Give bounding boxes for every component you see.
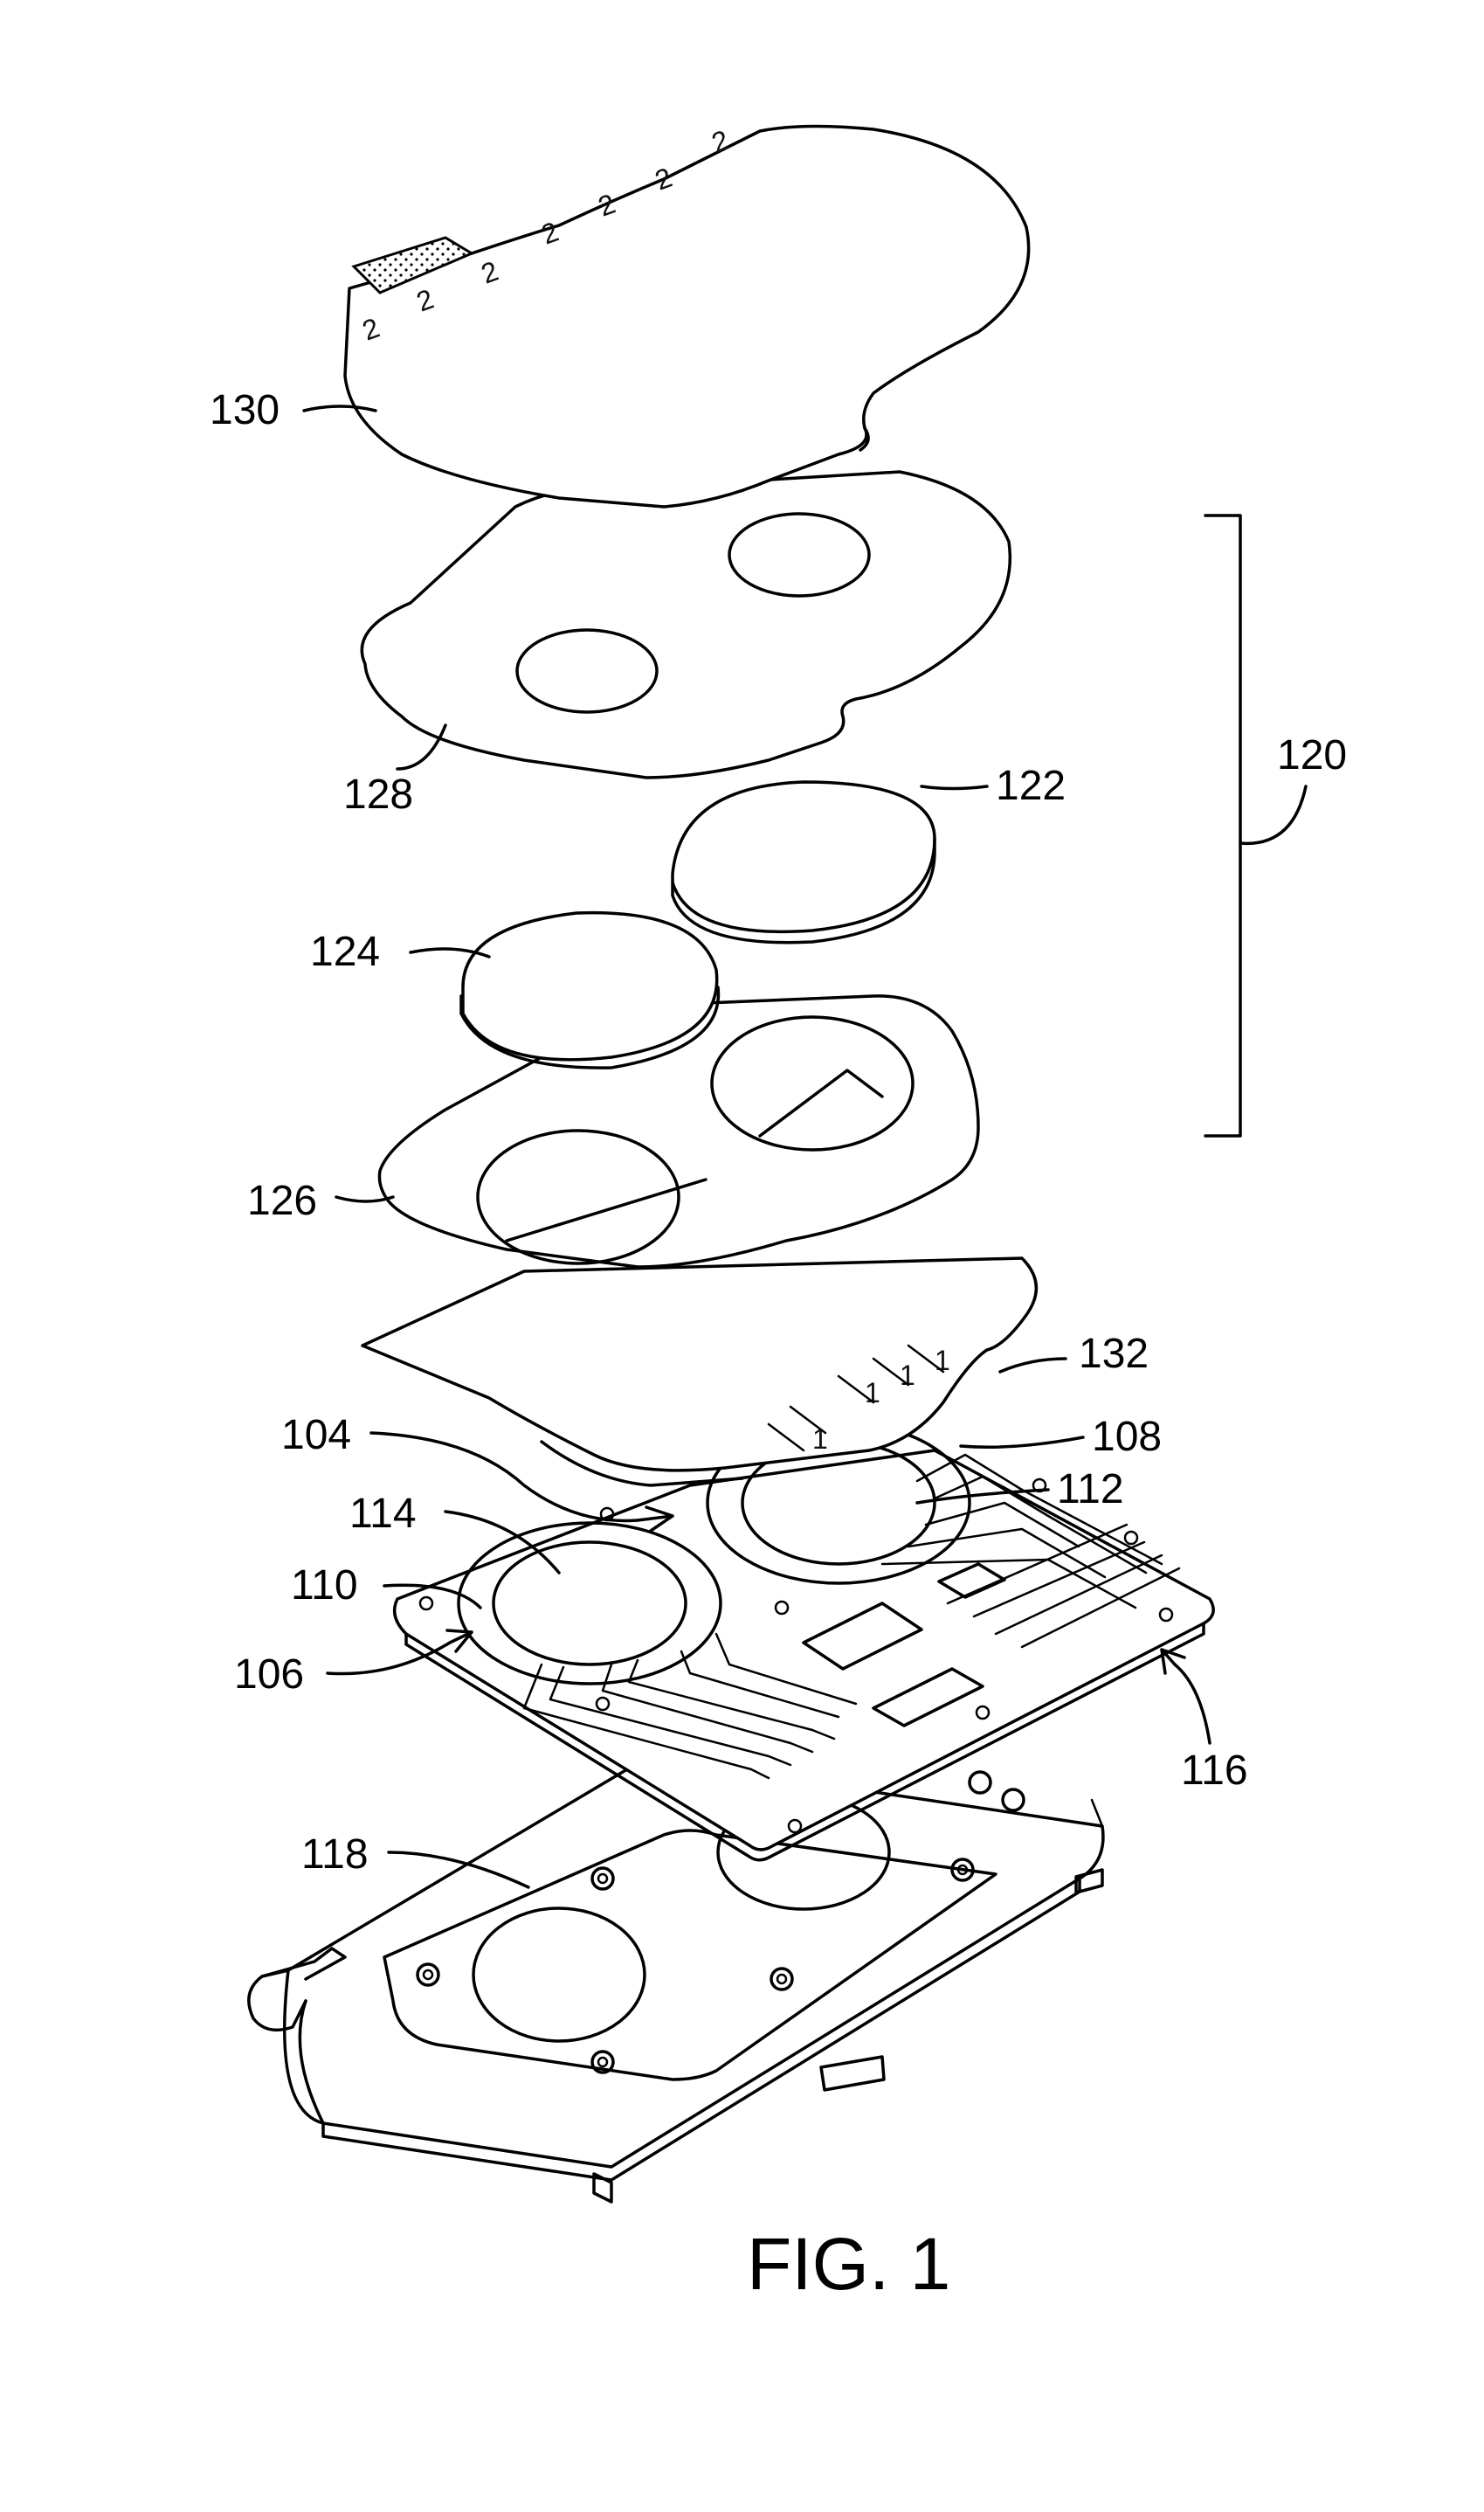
- label-130: 130: [210, 387, 280, 433]
- bracket-120: [1205, 516, 1240, 1136]
- label-110: 110: [291, 1562, 358, 1609]
- label-104: 104: [281, 1412, 351, 1458]
- label-106: 106: [234, 1651, 304, 1698]
- label-124: 124: [310, 929, 380, 975]
- label-116: 116: [1181, 1747, 1248, 1794]
- leader-108: [961, 1437, 1083, 1447]
- leader-120: [1240, 786, 1306, 843]
- base-tray-118: [249, 1747, 1103, 2202]
- label-132: 132: [1079, 1331, 1149, 1377]
- layer-marking: 1: [865, 1377, 880, 1408]
- label-112: 112: [1057, 1466, 1124, 1512]
- label-114: 114: [349, 1491, 417, 1537]
- label-120: 120: [1277, 732, 1347, 779]
- label-126: 126: [247, 1178, 317, 1224]
- label-108: 108: [1092, 1414, 1162, 1460]
- layer-marking: 2: [707, 124, 733, 159]
- disc-122: [673, 782, 935, 943]
- figure-caption: FIG. 1: [747, 2223, 950, 2305]
- layer-marking: 1: [900, 1360, 915, 1391]
- layer-130: 2 2 2 2 2 2 2: [345, 124, 1029, 507]
- layer-128: [362, 472, 1010, 778]
- leader-132: [1000, 1359, 1066, 1372]
- label-128: 128: [343, 772, 413, 818]
- label-118: 118: [301, 1831, 369, 1878]
- leader-116: [1175, 1664, 1210, 1743]
- leader-122: [921, 786, 987, 789]
- label-122: 122: [996, 763, 1066, 809]
